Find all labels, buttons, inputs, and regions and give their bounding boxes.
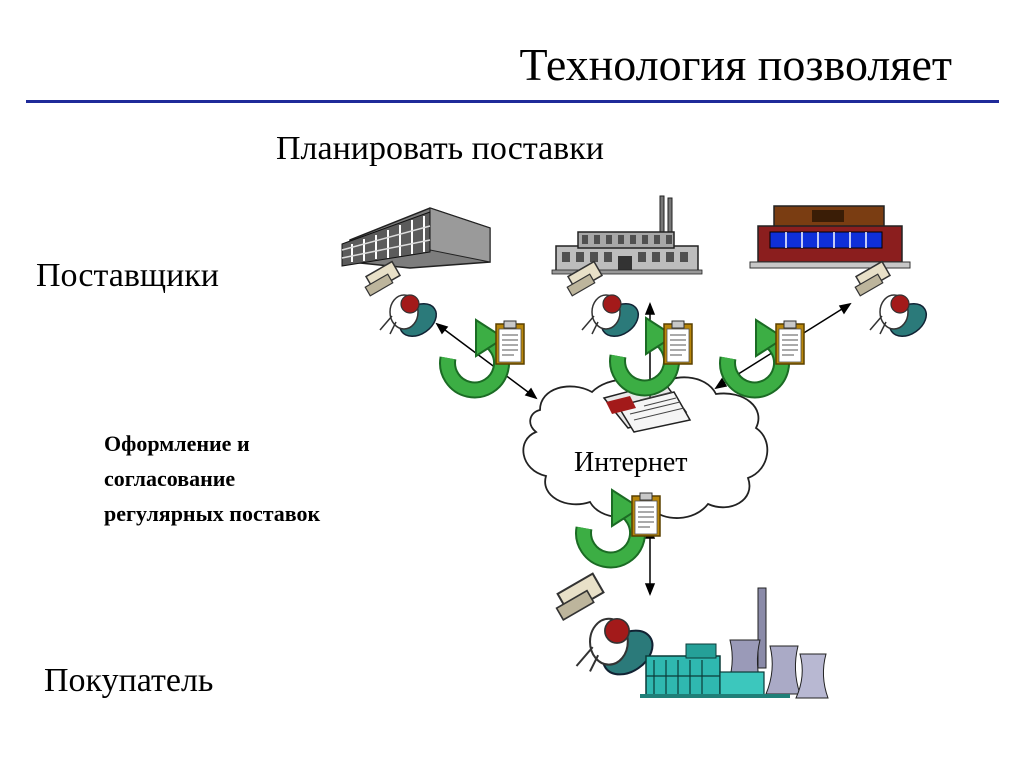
diagram-subtitle: Планировать поставки [276,130,604,167]
supplier-factory-icon [551,195,703,275]
buyer-label: Покупатель [44,662,214,699]
buyer-operator-icon [555,572,662,685]
supplier-1-operator-icon [364,260,444,344]
suppliers-label: Поставщики [36,257,219,294]
process-caption: Оформление и согласование регулярных пос… [104,426,404,531]
newspaper-icon [602,381,692,433]
supplier-store-icon [749,205,911,269]
slide-title: Технология позволяет [519,39,953,90]
process-caption-line-1: Оформление и [104,431,250,456]
buyer-power-plant-icon [640,587,829,699]
supplier-office-building-icon [341,207,491,269]
clipboard-icon [663,320,693,365]
clipboard-icon [631,492,661,537]
title-divider [26,100,999,103]
clipboard-icon [775,320,805,365]
internet-label: Интернет [574,447,688,478]
process-caption-line-3: регулярных поставок [104,501,321,526]
clipboard-icon [495,320,525,365]
supplier-3-operator-icon [854,260,934,344]
process-caption-line-2: согласование [104,466,236,491]
